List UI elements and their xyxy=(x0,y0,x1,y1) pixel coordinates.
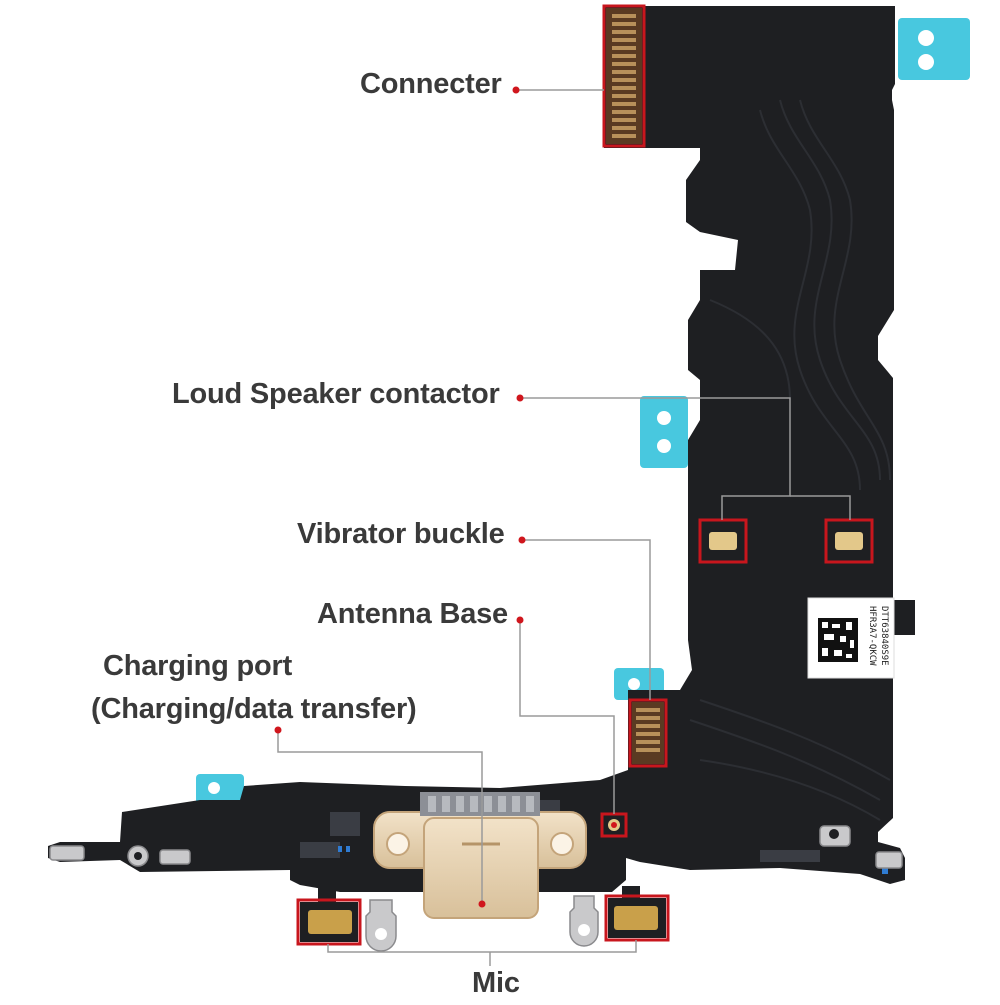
chip-text-line1: HFR3A7-QKCW xyxy=(867,606,877,666)
qr-sticker: HFR3A7-QKCW DTT63840S9E xyxy=(807,597,895,679)
speaker-pad-left xyxy=(698,518,748,564)
label-charging-port: Charging port xyxy=(103,650,293,682)
label-vibrator-buckle: Vibrator buckle xyxy=(297,518,505,550)
label-charging-port-subtitle: (Charging/data transfer) xyxy=(91,693,417,725)
blue-tape xyxy=(196,18,970,830)
leader-lines xyxy=(277,89,851,966)
label-mic: Mic xyxy=(472,967,520,999)
chip-text-line2: DTT63840S9E xyxy=(879,606,889,666)
charging-port-part xyxy=(373,792,587,919)
label-connecter: Connecter xyxy=(360,68,502,100)
label-antenna-base: Antenna Base xyxy=(317,598,508,630)
flex-board xyxy=(48,6,915,892)
mic-left-part xyxy=(296,898,362,946)
connecter-part xyxy=(602,4,646,148)
leader-dots xyxy=(274,86,617,908)
antenna-connector-part xyxy=(628,698,668,768)
mic-right-part xyxy=(604,894,670,942)
speaker-pad-right xyxy=(824,518,874,564)
label-loud-speaker-contactor: Loud Speaker contactor xyxy=(172,378,500,410)
